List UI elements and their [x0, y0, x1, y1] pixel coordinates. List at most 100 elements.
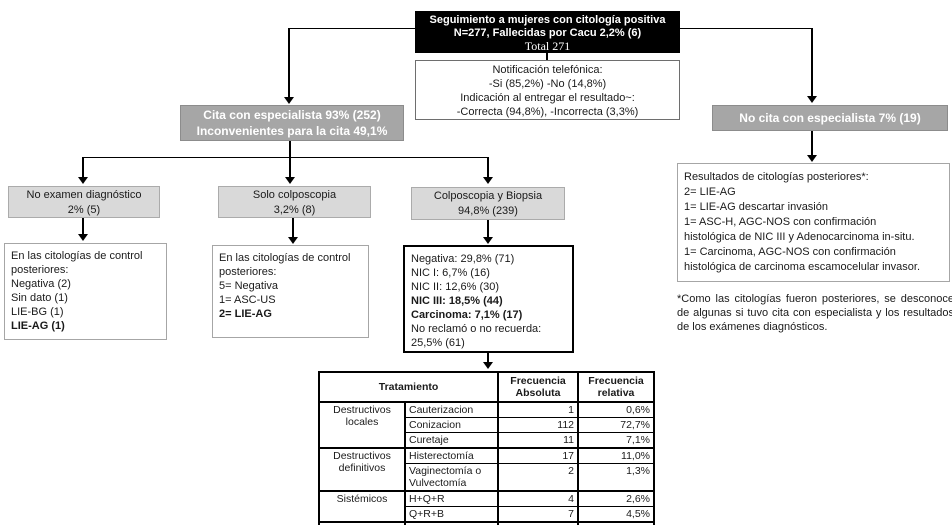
- rel-cell: 2,6%: [577, 490, 656, 507]
- text-line: 1= ASC-US: [219, 294, 276, 306]
- treatment-cell: Histerectomía: [403, 447, 500, 464]
- connector-left-elbow-vertical: [288, 28, 290, 98]
- arrowhead-to-treatment-table: [483, 362, 493, 369]
- connector-branch-right-vertical: [487, 157, 489, 178]
- group-cell: Destructivos definitivos: [318, 447, 406, 492]
- posterior-results-box: Resultados de citologías posteriores*: 2…: [677, 163, 950, 282]
- root-box-title: Seguimiento a mujeres con citología posi…: [429, 14, 666, 26]
- text-line: Cita con especialista 93% (252): [203, 108, 381, 122]
- text-line: Solo colposcopia: [252, 189, 337, 201]
- no-exam-results-box: En las citologías de control posteriores…: [4, 243, 167, 340]
- text-line: Negativa: 29,8% (71): [411, 253, 515, 265]
- text-line: -Correcta (94,8%), -Incorrecta (3,3%): [456, 106, 639, 118]
- text-line: posteriores:: [11, 264, 69, 276]
- text-line: No reclamó o no recuerda:: [411, 323, 542, 335]
- table-row: Conizacion 112 72,7%: [319, 417, 656, 433]
- no-cita-especialista-box: No cita con especialista 7% (19): [712, 105, 948, 131]
- treatment-cell: Curetaje: [403, 432, 500, 449]
- text-line: histológica de NIC III y Adenocarcinoma …: [684, 231, 915, 243]
- text-line: NIC I: 6,7% (16): [411, 267, 490, 279]
- text-line: En las citologías de control: [11, 250, 143, 262]
- treatment-cell: Conizacion: [403, 417, 500, 433]
- biopsia-results-box: Negativa: 29,8% (71) NIC I: 6,7% (16) NI…: [403, 245, 574, 353]
- text-line: Resultados de citologías posteriores*:: [684, 171, 869, 183]
- text-line: NIC II: 12,6% (30): [411, 281, 500, 293]
- connector-right-elbow-horizontal: [680, 28, 813, 29]
- root-box: Seguimiento a mujeres con citología posi…: [415, 11, 680, 53]
- connector-no-cita-to-results: [811, 131, 813, 155]
- treatment-table: Tratamiento Frecuencia Absoluta Frecuenc…: [317, 371, 656, 525]
- arrowhead-to-solo-colpo-results: [288, 237, 298, 244]
- table-header-row: Tratamiento Frecuencia Absoluta Frecuenc…: [317, 371, 656, 403]
- root-box-total: Total 271: [524, 39, 571, 53]
- abs-cell: 2: [497, 463, 580, 492]
- text-line: LIE-BG (1): [11, 306, 64, 318]
- arrowhead-to-biopsia-results: [483, 237, 493, 244]
- abs-cell: 1: [497, 401, 580, 418]
- cita-especialista-box: Cita con especialista 93% (252) Inconven…: [180, 105, 404, 141]
- abs-cell: 4: [497, 490, 580, 507]
- text-line: 2% (5): [67, 204, 101, 216]
- solo-colposcopia-box: Solo colposcopia 3,2% (8): [218, 186, 371, 218]
- solo-colpo-results-box: En las citologías de control posteriores…: [212, 245, 369, 338]
- text-line: Notificación telefónica:: [492, 64, 603, 76]
- text-line: posteriores:: [219, 266, 277, 278]
- abs-cell: 11: [497, 432, 580, 449]
- text-line: No cita con especialista 7% (19): [739, 111, 921, 125]
- connector-root-to-notification: [546, 53, 548, 60]
- rel-cell: 11,0%: [577, 447, 656, 464]
- footnote-text: *Como las citologías fueron posteriores,…: [677, 293, 952, 333]
- col-header-frecuencia-relativa: Frecuencia relativa: [577, 371, 656, 403]
- text-line: 5= Negativa: [219, 280, 279, 292]
- treatment-cell: H+Q+R: [403, 490, 500, 507]
- abs-cell: 17: [497, 447, 580, 464]
- no-exam-box: No examen diagnóstico 2% (5): [8, 186, 160, 218]
- arrowhead-to-colpo-biopsia-box: [483, 177, 493, 184]
- root-box-stats: N=277, Fallecidas por Cacu 2,2% (6): [453, 27, 642, 39]
- connector-biopsia-results-to-table: [487, 353, 489, 363]
- connector-branch-left-vertical: [82, 157, 84, 178]
- text-line: 94,8% (239): [458, 205, 518, 217]
- treatment-cell: Cauterizacion: [403, 401, 500, 418]
- text-line: Indicación al entregar el resultado~:: [460, 92, 635, 104]
- text-line: 1= Carcinoma, AGC-NOS con confirmación: [684, 246, 896, 258]
- table-row: Vaginectomía o Vulvectomía 2 1,3%: [319, 463, 656, 492]
- text-line: NIC III: 18,5% (44): [411, 295, 503, 307]
- rel-cell: 4,5%: [577, 506, 656, 523]
- connector-branch-horizontal: [83, 157, 489, 158]
- text-line: 2= LIE-AG: [684, 186, 736, 198]
- text-line: -Si (85,2%) -No (14,8%): [488, 78, 607, 90]
- text-line: 2= LIE-AG: [219, 308, 272, 320]
- arrowhead-to-no-exam-box: [78, 177, 88, 184]
- treatment-cell: Vaginectomía o Vulvectomía: [403, 463, 500, 492]
- rel-cell: 1,3%: [577, 463, 656, 492]
- notification-box: Notificación telefónica: -Si (85,2%) -No…: [415, 60, 680, 120]
- arrowhead-to-cita-box: [284, 97, 294, 104]
- abs-cell: 7: [497, 506, 580, 523]
- arrowhead-to-solo-colpo-box: [285, 177, 295, 184]
- rel-cell: 7,1%: [577, 432, 656, 449]
- arrowhead-to-posterior-results: [807, 155, 817, 162]
- arrowhead-to-no-cita-box: [807, 96, 817, 103]
- table-row: Curetaje 11 7,1%: [319, 432, 656, 449]
- text-line: Sin dato (1): [11, 292, 68, 304]
- text-line: 25,5% (61): [411, 337, 465, 349]
- text-line: LIE-AG (1): [11, 320, 65, 332]
- connector-left-elbow-horizontal: [288, 28, 416, 29]
- table-row: Destructivos definitivos Histerectomía 1…: [318, 447, 656, 492]
- connector-solo-colpo-to-results: [292, 218, 294, 237]
- group-cell-empty: [318, 521, 406, 525]
- text-line: 1= ASC-H, AGC-NOS con confirmación: [684, 216, 877, 228]
- treatment-cell: Q+R+B: [403, 506, 500, 523]
- colposcopia-biopsia-box: Colposcopia y Biopsia 94,8% (239): [411, 187, 565, 220]
- text-line: No examen diagnóstico: [26, 189, 142, 201]
- group-cell: Destructivos locales: [318, 401, 406, 449]
- connector-cita-to-branch: [289, 141, 291, 178]
- text-line: histológica de carcinoma escamocelular i…: [684, 261, 921, 273]
- connector-no-exam-to-results: [82, 218, 84, 235]
- text-line: Colposcopia y Biopsia: [433, 190, 543, 202]
- text-line: Carcinoma: 7,1% (17): [411, 309, 523, 321]
- text-line: Inconvenientes para la cita 49,1%: [196, 124, 388, 138]
- col-header-tratamiento: Tratamiento: [317, 371, 500, 403]
